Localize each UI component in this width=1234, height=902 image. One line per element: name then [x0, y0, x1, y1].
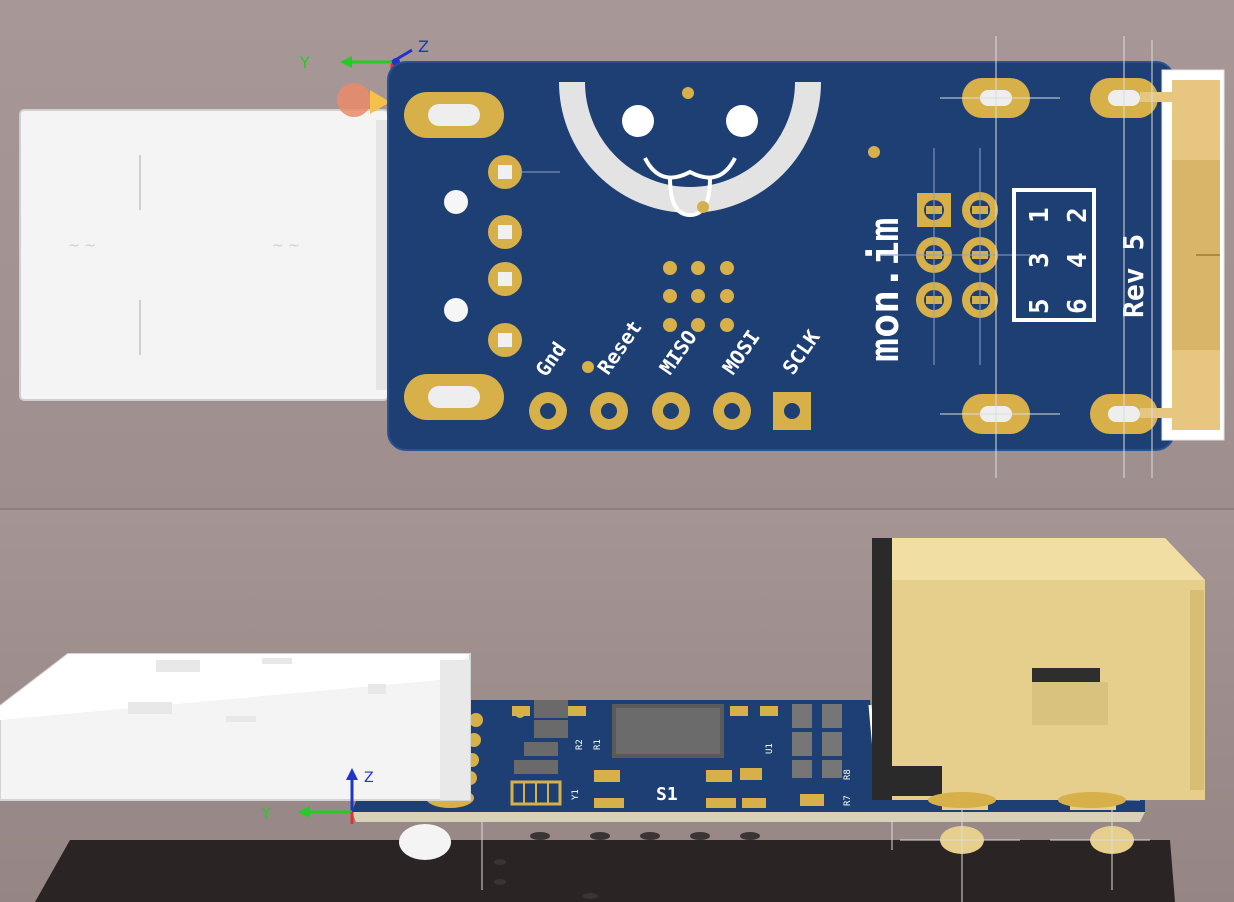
- shadow-dots: [494, 832, 760, 899]
- axis-z-label-bottom: Z: [364, 770, 374, 786]
- programming-header-pads: [529, 392, 811, 430]
- designator-y1: Y1: [571, 789, 581, 800]
- connector-slots-right: [940, 36, 1172, 478]
- axis-y-label-bottom: Y: [261, 806, 271, 822]
- via-grid: [582, 146, 880, 373]
- usb-pad-column: [444, 155, 560, 357]
- pcb-board-top: [387, 61, 1175, 451]
- designator-r8: R8: [843, 769, 853, 780]
- designator-r1: R1: [593, 739, 603, 750]
- smiley-logo: [559, 81, 821, 218]
- header-num-1: 1: [1025, 207, 1055, 223]
- revision-silkscreen: Rev 5: [1117, 234, 1150, 318]
- header-num-4: 4: [1063, 252, 1093, 268]
- axis-z-label: Z: [418, 37, 429, 56]
- top-3d-viewport[interactable]: ~ ~ ~ ~ Y Z: [0, 0, 1234, 508]
- mount-slot-top-left: [404, 92, 504, 138]
- usb-connector-top: ~ ~ ~ ~: [19, 109, 390, 401]
- designator-r2: R2: [575, 739, 585, 750]
- svg-text:~ ~: ~ ~: [68, 238, 96, 254]
- axis-triad-bottom-icon: Y Z: [261, 768, 374, 824]
- header-num-2: 2: [1063, 207, 1093, 223]
- usb-connector-side: [0, 653, 471, 860]
- side-3d-viewport[interactable]: R2 R1 U1 S1 Y1 R7 R8: [0, 508, 1234, 902]
- header-num-3: 3: [1025, 252, 1055, 268]
- mini-usb-connector-side: [872, 538, 1205, 902]
- designator-s1: S1: [656, 784, 678, 805]
- header-num-5: 5: [1025, 298, 1055, 314]
- header-number-box: 1 3 5 2 4 6: [1012, 188, 1096, 322]
- mini-usb-connector-top: [1161, 69, 1225, 441]
- designator-u1: U1: [765, 743, 775, 754]
- svg-text:~ ~: ~ ~: [272, 238, 300, 254]
- domain-silkscreen: mon.im: [862, 218, 908, 363]
- header-num-6: 6: [1063, 298, 1093, 314]
- isp-header-pads: [880, 148, 1030, 365]
- board-shadow: [35, 840, 1175, 902]
- mount-slot-bottom-left: [404, 374, 504, 420]
- axis-y-label: Y: [299, 53, 310, 72]
- designator-r7: R7: [843, 795, 853, 806]
- origin-marker-icon: [337, 83, 390, 117]
